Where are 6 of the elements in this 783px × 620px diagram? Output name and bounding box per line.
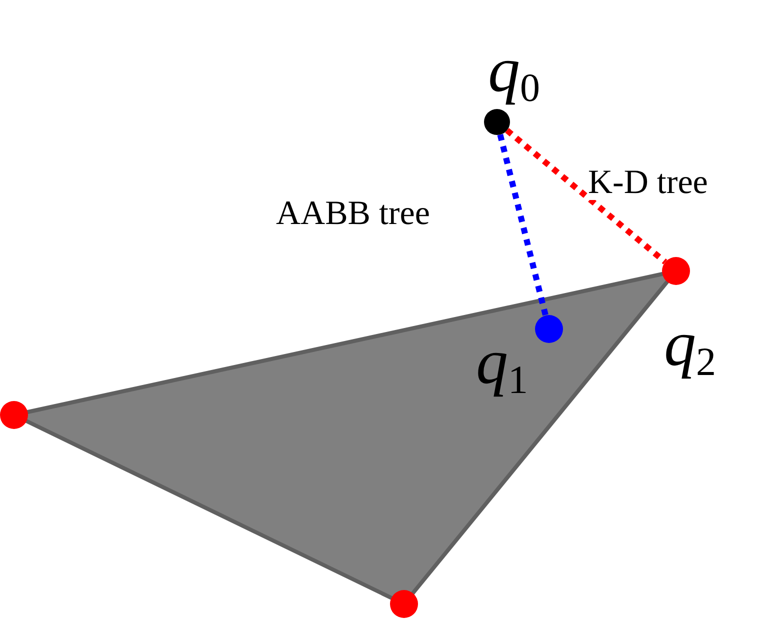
point-label: q$_{0}$ — [488, 38, 540, 108]
point-dot — [662, 257, 690, 285]
point-label: q$_{1}$ — [476, 330, 528, 400]
point-label: q$_{2}$ — [664, 312, 716, 382]
point-dot — [484, 109, 510, 135]
dotted-line — [497, 134, 548, 316]
